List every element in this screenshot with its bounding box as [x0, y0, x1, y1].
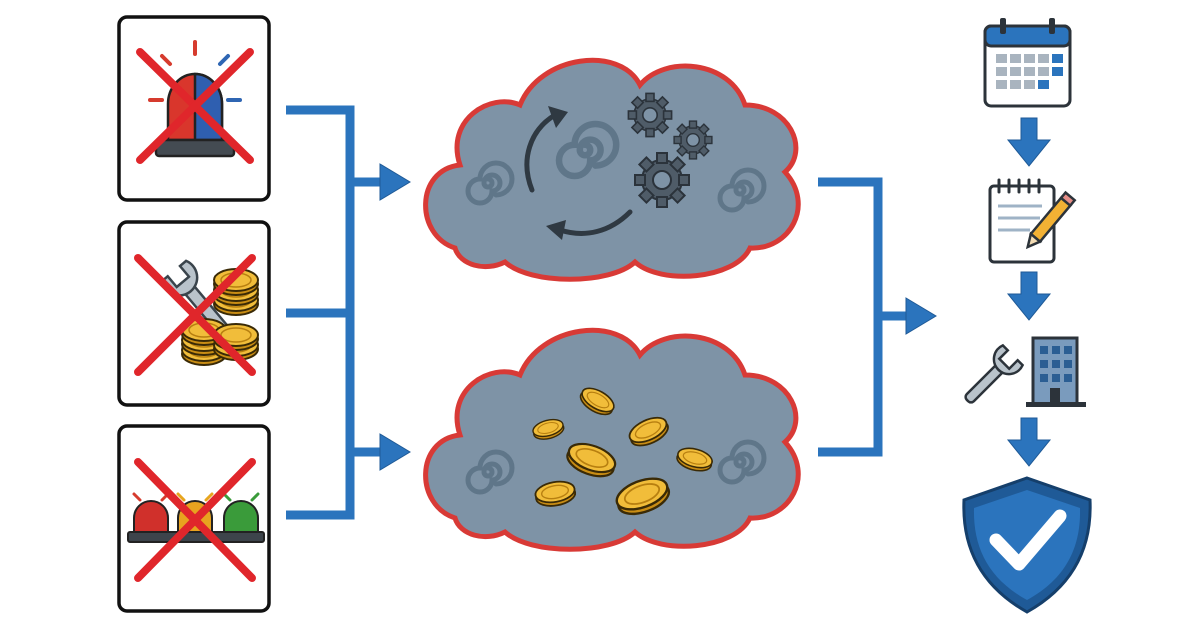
cross-out-icon	[134, 458, 256, 582]
notepad-pencil-icon	[988, 178, 1077, 264]
arrow-down-icon	[1006, 271, 1052, 321]
right-connectors	[818, 177, 937, 457]
wrench-icon	[964, 343, 1025, 404]
building-icon	[1026, 336, 1086, 407]
panel-alert-lights	[117, 424, 271, 613]
step-calendar	[983, 18, 1072, 108]
cross-out-icon	[136, 48, 254, 164]
arrow-down-icon	[1006, 417, 1052, 467]
cloud-coins	[423, 327, 801, 552]
panel-wrench-coins	[117, 220, 271, 407]
left-connectors	[286, 105, 411, 520]
arrow-right-icon	[379, 163, 411, 201]
step-notepad	[988, 178, 1077, 264]
step-security	[962, 476, 1092, 614]
cross-out-icon	[134, 254, 256, 376]
arrow-down-icon	[1006, 117, 1052, 167]
calendar-icon	[983, 18, 1072, 108]
arrow-right-icon	[905, 297, 937, 335]
arrow-right-icon	[379, 433, 411, 471]
cloud-process	[423, 57, 801, 282]
panel-siren	[117, 15, 271, 202]
shield-check-icon	[962, 476, 1092, 614]
step-maintenance	[964, 336, 1086, 407]
cycle-arrows-icon	[524, 106, 633, 240]
